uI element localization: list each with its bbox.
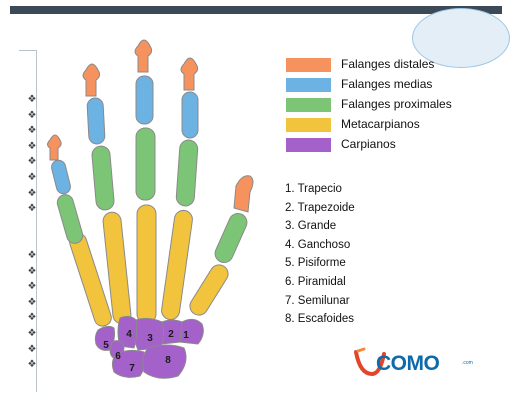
metacarpal-bone <box>160 209 193 320</box>
legend-label: Falanges proximales <box>341 97 452 111</box>
carpal-list-item: 1. Trapecio <box>285 183 355 202</box>
left-border-tick <box>19 50 37 51</box>
carpal-number-6: 6 <box>115 351 121 362</box>
bullet-icon: ❖ <box>26 326 38 342</box>
carpal-bone-list: 1. Trapecio 2. Trapezoide 3. Grande 4. G… <box>285 183 355 332</box>
bullet-icon: ❖ <box>26 248 38 264</box>
bullet-icon: ❖ <box>26 357 38 373</box>
legend-swatch <box>286 138 331 152</box>
carpal-number-8: 8 <box>165 355 171 366</box>
legend-swatch <box>286 78 331 92</box>
distal-phalanx <box>83 64 100 96</box>
carpal-bones <box>95 316 203 378</box>
logo-text: COMO <box>376 352 439 376</box>
carpal-number-7: 7 <box>129 363 135 374</box>
middle-phalanx <box>50 159 72 195</box>
carpal-list-item: 5. Pisiforme <box>285 257 355 276</box>
legend-label: Metacarpianos <box>341 117 420 131</box>
thumb-bones <box>187 176 253 319</box>
middle-phalanx <box>182 92 198 138</box>
middle-finger-bones <box>135 40 156 323</box>
carpal-list-item: 7. Semilunar <box>285 295 355 314</box>
carpal-list-item: 3. Grande <box>285 220 355 239</box>
legend-swatch <box>286 58 331 72</box>
proximal-phalanx <box>212 211 250 266</box>
bullet-icon: ❖ <box>26 123 38 139</box>
carpal-list-item: 4. Ganchoso <box>285 239 355 258</box>
bullet-icon: ❖ <box>26 108 38 124</box>
middle-phalanx <box>87 98 105 145</box>
legend-label: Falanges distales <box>341 57 434 71</box>
bullet-icon: ❖ <box>26 342 38 358</box>
carpal-number-3: 3 <box>147 333 153 344</box>
legend-swatch <box>286 98 331 112</box>
distal-phalanx <box>234 176 253 212</box>
carpal-list-item: 6. Piramidal <box>285 276 355 295</box>
bullet-icon: ❖ <box>26 92 38 108</box>
carpal-number-4: 4 <box>126 329 132 340</box>
bullet-icon: ❖ <box>26 139 38 155</box>
carpal-number-5: 5 <box>103 340 109 351</box>
proximal-phalanx <box>176 139 199 206</box>
proximal-phalanx <box>91 145 115 210</box>
bullet-icon: ❖ <box>26 279 38 295</box>
distal-phalanx <box>135 40 152 72</box>
bullet-icon: ❖ <box>26 186 38 202</box>
carpal-number-1: 1 <box>183 330 189 341</box>
legend-label: Falanges medias <box>341 77 432 91</box>
bullet-icon: ❖ <box>26 295 38 311</box>
bullet-list: ❖ ❖ ❖ ❖ ❖ ❖ ❖ ❖ ❖ ❖ ❖ ❖ ❖ ❖ ❖ ❖ <box>26 92 38 373</box>
carpal-list-item: 2. Trapezoide <box>285 202 355 221</box>
carpal-list-item: 8. Escafoides <box>285 313 355 332</box>
bullet-icon: ❖ <box>26 201 38 217</box>
proximal-phalanx <box>136 128 155 200</box>
index-finger-bones <box>160 58 198 321</box>
metacarpal-bone <box>187 261 232 318</box>
bullet-icon: ❖ <box>26 310 38 326</box>
middle-phalanx <box>136 76 153 124</box>
legend-swatch <box>286 118 331 132</box>
proximal-phalanx <box>55 193 84 245</box>
metacarpal-bone <box>137 205 156 323</box>
logo-swoosh-accent <box>358 349 364 351</box>
bullet-icon: ❖ <box>26 154 38 170</box>
logo-sub: .com <box>462 360 473 366</box>
distal-phalanx <box>48 135 62 160</box>
bullet-icon: ❖ <box>26 264 38 280</box>
header-bar <box>10 6 502 14</box>
distal-phalanx <box>181 58 198 90</box>
legend-label: Carpianos <box>341 137 396 151</box>
carpal-number-2: 2 <box>168 329 174 340</box>
bullet-icon: ❖ <box>26 170 38 186</box>
